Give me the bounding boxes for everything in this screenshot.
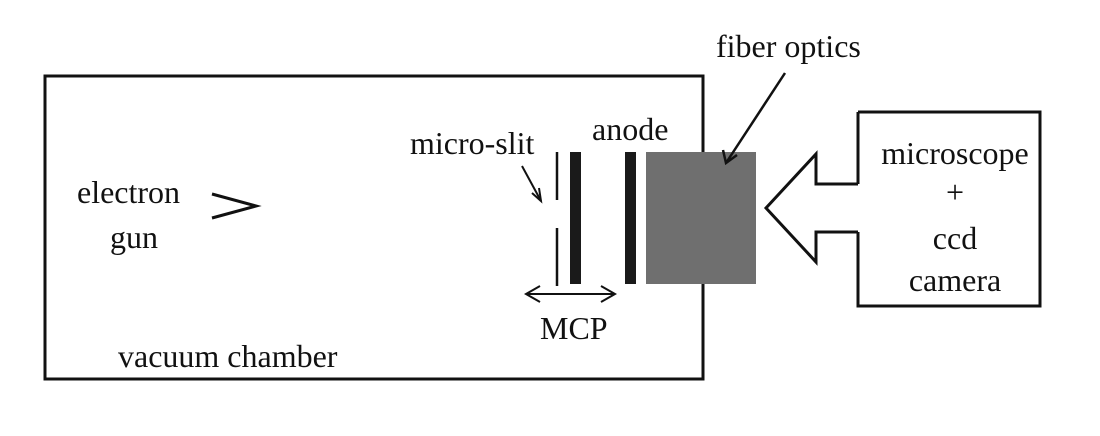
fiber-optics-block [646, 152, 756, 284]
camera-box [856, 110, 1042, 308]
anode-label: anode [592, 111, 669, 147]
mcp-width-arrow-left-head [523, 285, 541, 303]
anode-plate [625, 152, 636, 284]
fiber-optics-leader [724, 72, 787, 164]
microscope-label: microscope [881, 135, 1029, 171]
micro-slit-leader [521, 165, 542, 202]
gun-label: gun [110, 219, 158, 255]
mcp-label: MCP [540, 310, 608, 346]
fiber-optics-label: fiber optics [716, 28, 861, 64]
micro-slit-label: micro-slit [410, 125, 535, 161]
micro-slit-leader-head [531, 187, 543, 204]
fiber-optics-leader-head [721, 149, 738, 166]
imaging-arrow [763, 150, 858, 266]
electron-label: electron [77, 174, 181, 210]
mcp-plate [570, 152, 581, 284]
electron-beam-chevron [211, 192, 262, 220]
plus-label: + [945, 174, 965, 210]
ccd-label: ccd [932, 220, 978, 256]
vacuum-chamber-label: vacuum chamber [118, 338, 338, 374]
mcp-width-arrow-right-head [600, 285, 618, 303]
camera-label: camera [908, 262, 1002, 298]
